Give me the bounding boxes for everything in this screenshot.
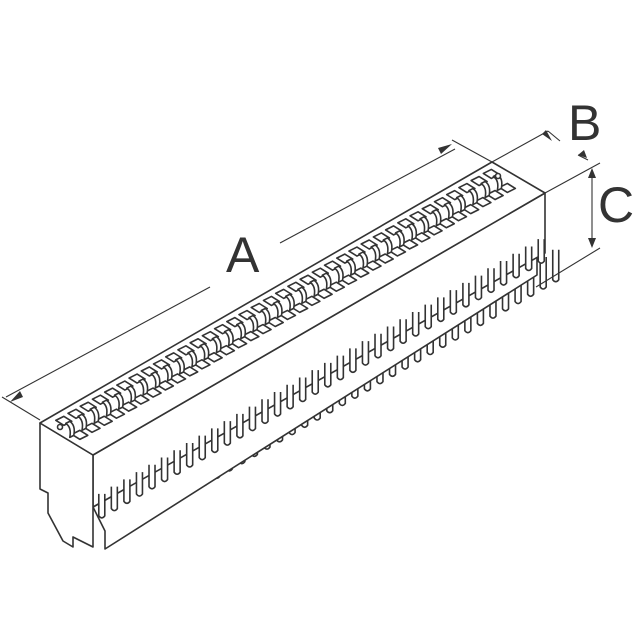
label-a: A bbox=[226, 227, 260, 283]
dimension-labels: A B C bbox=[226, 95, 634, 283]
dimension-lines bbox=[1, 130, 601, 421]
label-c: C bbox=[598, 177, 634, 233]
connector-body bbox=[39, 161, 560, 550]
label-b: B bbox=[568, 95, 601, 151]
